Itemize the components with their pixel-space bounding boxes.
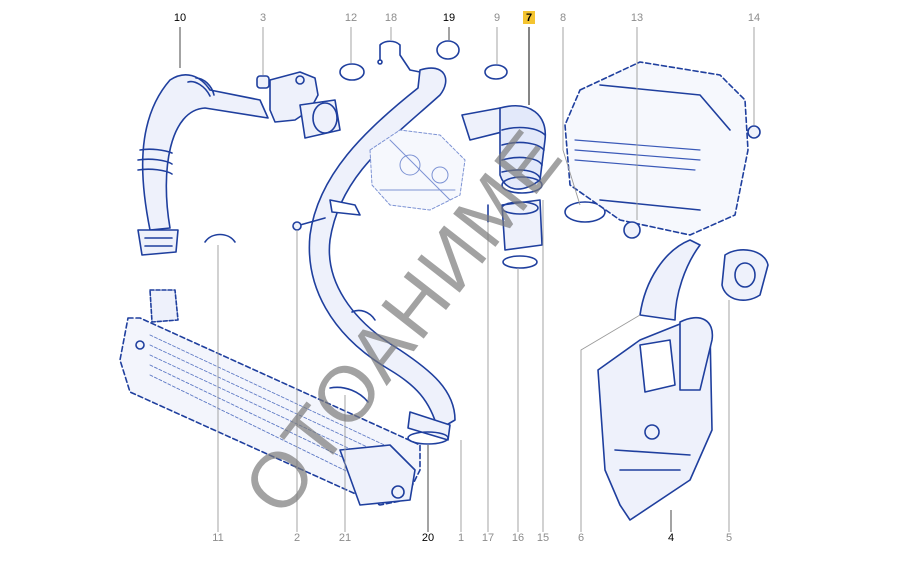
charge-pipe-left — [137, 74, 269, 256]
air-duct-7 — [461, 105, 547, 194]
gasket-5 — [721, 249, 769, 301]
callout-5[interactable]: 5 — [726, 532, 732, 544]
callout-18[interactable]: 18 — [385, 12, 397, 24]
callout-13[interactable]: 13 — [631, 12, 643, 24]
sleeve-16 — [501, 199, 543, 269]
callout-20[interactable]: 20 — [422, 532, 434, 544]
callout-1[interactable]: 1 — [458, 532, 464, 544]
callout-21[interactable]: 21 — [339, 532, 351, 544]
clamp-9 — [484, 64, 508, 80]
clamp-8 — [564, 201, 606, 223]
callout-11[interactable]: 11 — [212, 532, 223, 544]
o-ring-19 — [436, 40, 460, 60]
turbo-connector — [256, 63, 365, 139]
callout-8[interactable]: 8 — [560, 12, 566, 24]
callout-2[interactable]: 2 — [294, 532, 300, 544]
callout-14[interactable]: 14 — [748, 12, 760, 24]
callout-labels: 10 3 12 18 19 9 7 8 13 14 11 2 21 20 1 17 16 15 6 4 5 — [174, 11, 760, 544]
callout-12[interactable]: 12 — [345, 12, 357, 24]
wire-bracket-18 — [377, 40, 421, 73]
callout-4[interactable]: 4 — [668, 532, 674, 544]
callout-7[interactable]: 7 — [526, 12, 532, 24]
leader-line-8 — [562, 27, 581, 206]
leader-line-6 — [580, 314, 641, 532]
leader-lines — [179, 27, 755, 532]
seal-21 — [329, 386, 369, 403]
callout-6[interactable]: 6 — [578, 532, 584, 544]
callout-10[interactable]: 10 — [174, 12, 186, 24]
callout-15[interactable]: 15 — [537, 532, 549, 544]
callout-17[interactable]: 17 — [482, 532, 494, 544]
callout-19[interactable]: 19 — [443, 12, 455, 24]
intercooler-stub — [149, 289, 179, 323]
selected-callout-highlight — [523, 11, 535, 24]
resonator-4 — [597, 239, 714, 521]
air-filter-box — [564, 61, 761, 239]
engine-block — [369, 129, 466, 211]
callout-3[interactable]: 3 — [260, 12, 266, 24]
clip-11 — [204, 233, 236, 243]
callout-16[interactable]: 16 — [512, 532, 524, 544]
callout-9[interactable]: 9 — [494, 12, 500, 24]
